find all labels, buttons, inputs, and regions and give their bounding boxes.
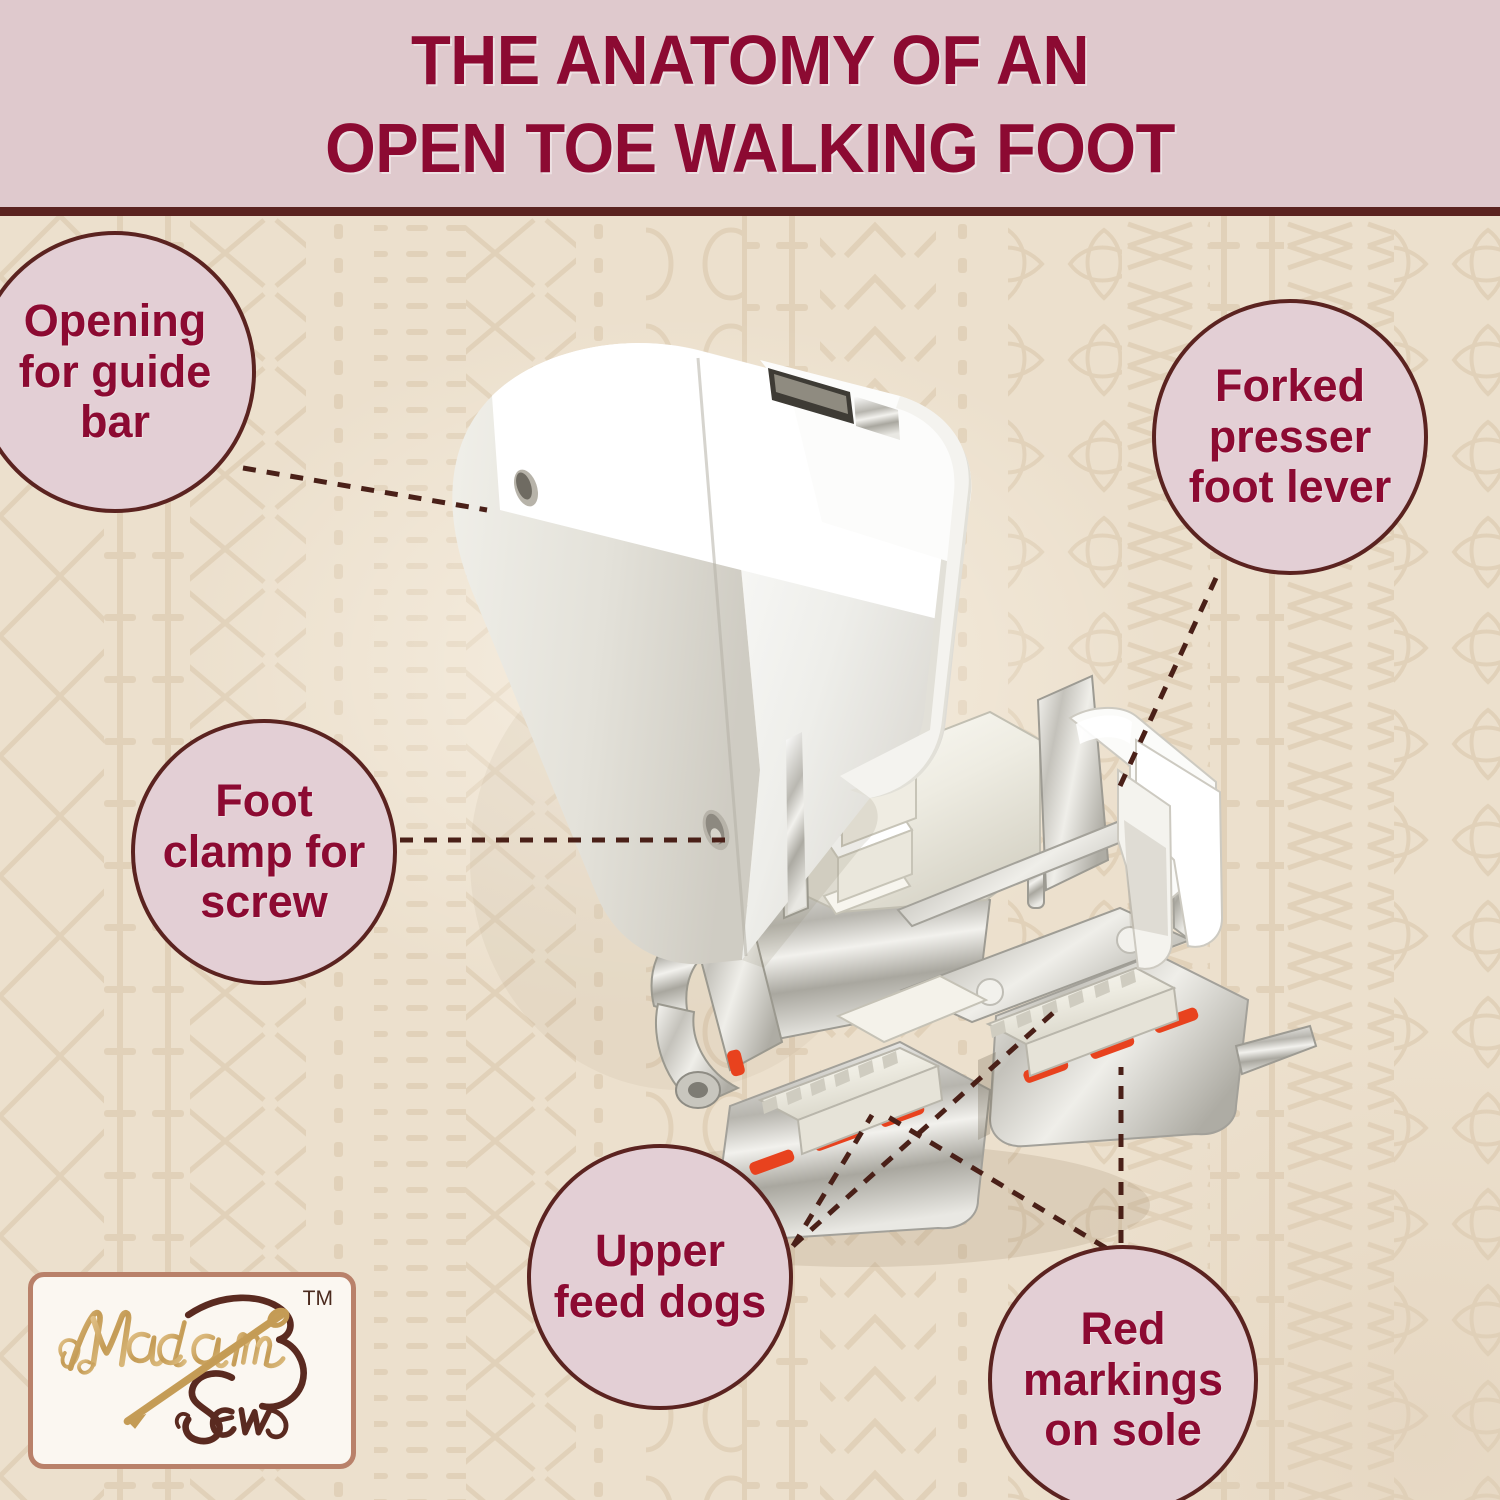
- page-title: THE ANATOMY OF AN OPEN TOE WALKING FOOT: [325, 21, 1175, 187]
- header-banner: THE ANATOMY OF AN OPEN TOE WALKING FOOT: [0, 0, 1500, 207]
- callout-upper-feed-dogs[interactable]: Upper feed dogs: [527, 1144, 793, 1410]
- callout-red-markings-on-sole[interactable]: Red markings on sole: [988, 1245, 1258, 1500]
- callout-clamp-label: Foot clamp for screw: [162, 774, 366, 928]
- callout-foot-clamp-for-screw[interactable]: Foot clamp for screw: [131, 719, 397, 985]
- needle-icon: [123, 1307, 290, 1429]
- callout-feed-label: Upper feed dogs: [553, 1225, 767, 1327]
- callout-opening-label: Opening for guide bar: [18, 294, 212, 448]
- callout-forked-label: Forked presser foot lever: [1188, 359, 1392, 513]
- callout-red-label: Red markings on sole: [1022, 1302, 1224, 1456]
- callout-opening-for-guide-bar[interactable]: Opening for guide bar: [0, 231, 256, 513]
- brand-logo[interactable]: TM: [28, 1272, 356, 1469]
- trademark-mark: TM: [302, 1287, 333, 1310]
- walking-foot-illustration: [452, 343, 1318, 1267]
- header-divider-rule: [0, 207, 1500, 216]
- callout-forked-presser-foot-lever[interactable]: Forked presser foot lever: [1152, 299, 1428, 575]
- madam-sew-logo-mark: [58, 1294, 307, 1445]
